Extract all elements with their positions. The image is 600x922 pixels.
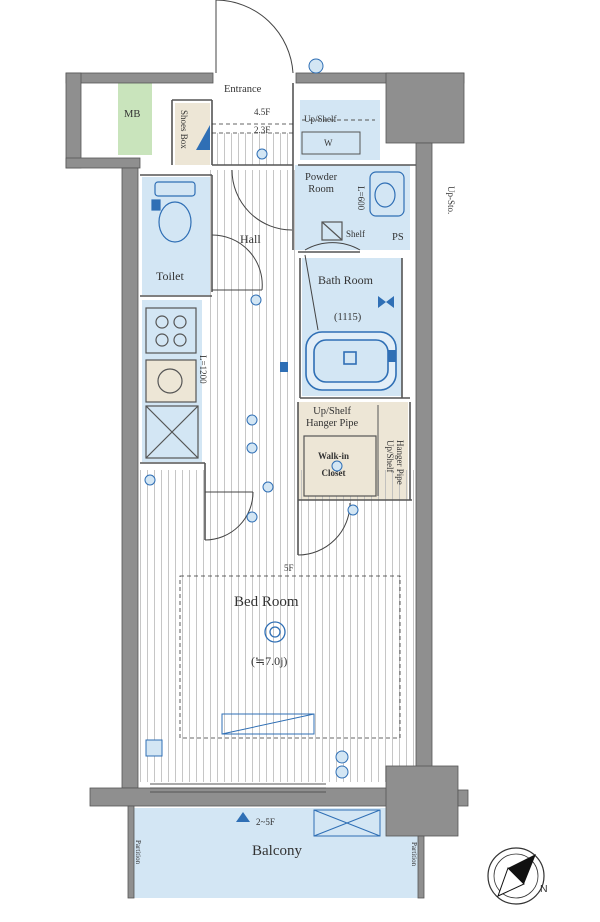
washer-space — [301, 119, 375, 155]
partition-left-label: Partition — [134, 840, 142, 865]
balcony-step-label: 2~5F — [256, 817, 275, 827]
entrance-label: Entrance — [224, 84, 262, 95]
bath-taps — [280, 296, 396, 372]
step-1-label: 4.5F — [254, 107, 271, 117]
balcony-label: Balcony — [252, 843, 302, 859]
aircon — [221, 713, 315, 735]
partition-right-label: Partition — [410, 842, 418, 867]
north-compass — [487, 847, 545, 905]
ps-label: PS — [392, 232, 404, 243]
bed-room-label: Bed Room — [234, 594, 299, 610]
mb-label: MB — [124, 109, 141, 120]
up-sto-label: Up-Sto. — [446, 186, 456, 215]
window — [150, 783, 326, 793]
hall-label: Hall — [240, 232, 261, 246]
walkin-closet-label: Walk-in Closet — [318, 451, 350, 479]
washer-label: W — [324, 138, 333, 148]
balcony-drain — [236, 812, 250, 822]
ceiling-step-label: 5F — [284, 563, 294, 573]
l-1200-label: L=1200 — [198, 355, 208, 384]
walls — [65, 72, 469, 899]
toilet-fixture — [151, 181, 196, 243]
kitchen-fixtures — [145, 307, 199, 459]
up-shelf-top-floor — [300, 100, 380, 160]
shoes-box-mark — [196, 125, 210, 150]
mb-fill — [118, 76, 152, 155]
shoes-box-label: Shoes Box — [179, 110, 189, 149]
interior-walls — [140, 83, 416, 555]
bath-room-label: Bath Room — [318, 273, 374, 287]
bed-size-label: (≒7.0j) — [251, 654, 288, 668]
up-shelf-top-label: Up/Shelf — [304, 114, 337, 124]
panel-box — [145, 739, 163, 757]
balcony-area — [130, 808, 422, 898]
outlets — [144, 58, 359, 779]
north-label: N — [540, 883, 548, 895]
toilet-label: Toilet — [156, 269, 184, 283]
closet-shelf-label: Up/Shelf Hanger Pipe — [306, 406, 359, 430]
shelf-label: Shelf — [346, 229, 365, 239]
balcony-unit — [313, 809, 381, 837]
bedroom-light — [264, 621, 286, 643]
step-2-label: 2.3F — [254, 125, 271, 135]
step-lines — [179, 123, 401, 739]
shoes-box-fill — [175, 103, 210, 165]
bedroom-floor — [138, 470, 416, 782]
entrance-floor — [213, 133, 293, 165]
bath-tub — [305, 331, 397, 391]
powder-room-label: Powder Room — [305, 172, 338, 196]
l-600-label: L=600 — [356, 186, 366, 211]
closet-side-label: Hanger Pipe Up/Shelf — [384, 440, 405, 485]
powder-sink — [321, 171, 405, 241]
bath-size-label: (1115) — [334, 312, 362, 323]
